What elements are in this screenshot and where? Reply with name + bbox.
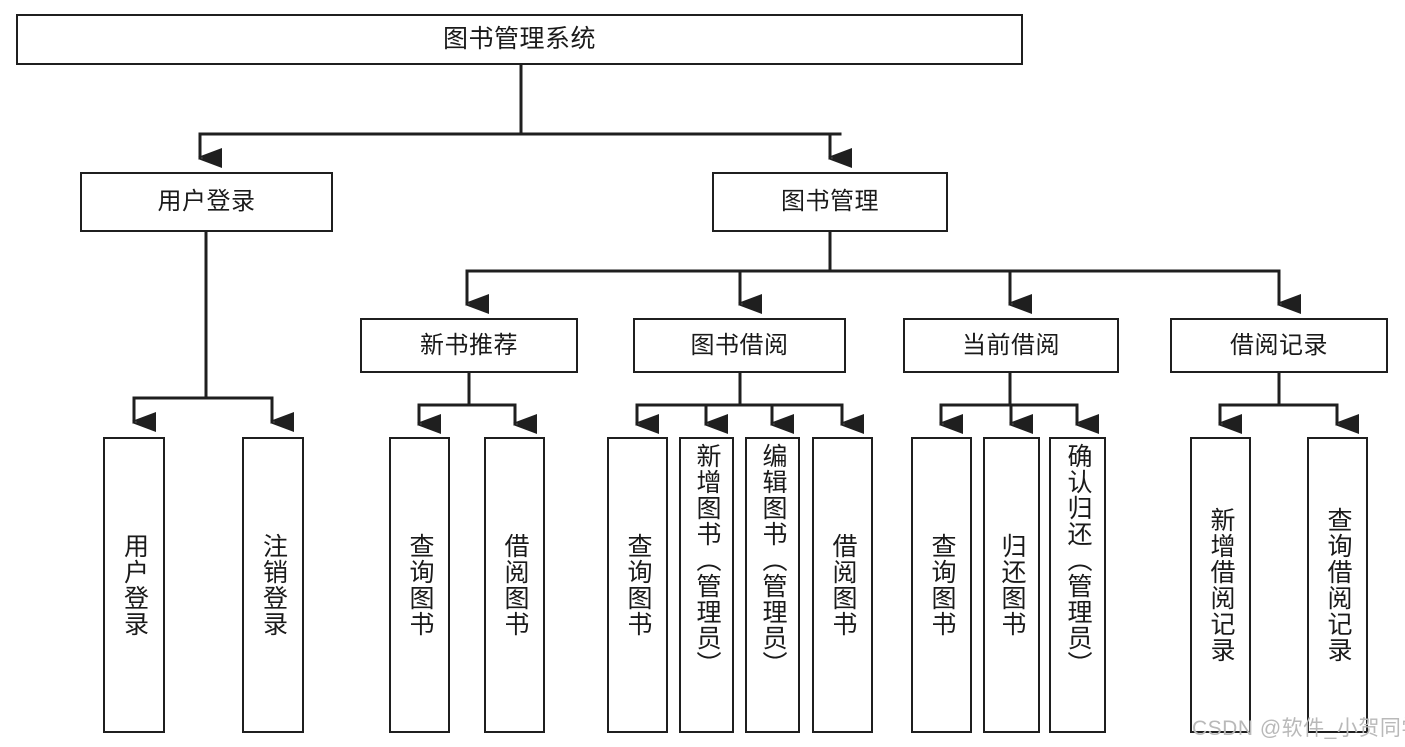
leaf-node[interactable]: 用户登录 xyxy=(103,437,165,733)
node-new-book-recommend[interactable]: 新书推荐 xyxy=(360,318,578,373)
leaf-node-label: 查询图书 xyxy=(928,533,956,637)
leaf-node[interactable]: 查询图书 xyxy=(911,437,972,733)
leaf-node-label: 新增借阅记录 xyxy=(1207,507,1235,663)
leaf-node-label: 注销登录 xyxy=(259,533,288,637)
leaf-node-label: 确认归还（管理员） xyxy=(1064,443,1092,677)
node-new-book-recommend-label: 新书推荐 xyxy=(420,331,518,359)
node-borrow-record[interactable]: 借阅记录 xyxy=(1170,318,1388,373)
leaf-node[interactable]: 查询借阅记录 xyxy=(1307,437,1368,733)
leaf-node[interactable]: 新增图书（管理员） xyxy=(679,437,734,733)
leaf-node-label: 查询图书 xyxy=(624,533,652,637)
leaf-node[interactable]: 查询图书 xyxy=(389,437,450,733)
leaf-node[interactable]: 新增借阅记录 xyxy=(1190,437,1251,733)
node-root[interactable]: 图书管理系统 xyxy=(16,14,1023,65)
node-current-borrow[interactable]: 当前借阅 xyxy=(903,318,1119,373)
leaf-node-label: 编辑图书（管理员） xyxy=(759,443,787,677)
leaf-node[interactable]: 借阅图书 xyxy=(812,437,873,733)
node-book-management[interactable]: 图书管理 xyxy=(712,172,948,232)
node-root-label: 图书管理系统 xyxy=(442,25,596,54)
node-user-login[interactable]: 用户登录 xyxy=(80,172,333,232)
leaf-node-label: 查询借阅记录 xyxy=(1324,507,1352,663)
node-book-borrow[interactable]: 图书借阅 xyxy=(633,318,846,373)
leaf-node-label: 用户登录 xyxy=(120,533,149,637)
watermark-text: CSDN @软件_小贺同学 xyxy=(1192,717,1405,740)
node-current-borrow-label: 当前借阅 xyxy=(962,331,1060,359)
leaf-node[interactable]: 编辑图书（管理员） xyxy=(745,437,800,733)
node-user-login-label: 用户登录 xyxy=(157,188,256,216)
leaf-node[interactable]: 注销登录 xyxy=(242,437,304,733)
leaf-node-label: 新增图书（管理员） xyxy=(693,443,721,677)
leaf-node-label: 借阅图书 xyxy=(501,533,529,637)
leaf-node-label: 借阅图书 xyxy=(829,533,857,637)
node-borrow-record-label: 借阅记录 xyxy=(1230,331,1328,359)
leaf-node[interactable]: 借阅图书 xyxy=(484,437,545,733)
leaf-node[interactable]: 查询图书 xyxy=(607,437,668,733)
node-book-borrow-label: 图书借阅 xyxy=(690,331,789,359)
leaf-node-label: 查询图书 xyxy=(406,533,434,637)
leaf-node[interactable]: 确认归还（管理员） xyxy=(1049,437,1106,733)
node-book-management-label: 图书管理 xyxy=(781,188,879,216)
leaf-node[interactable]: 归还图书 xyxy=(983,437,1040,733)
leaf-node-label: 归还图书 xyxy=(998,533,1026,637)
